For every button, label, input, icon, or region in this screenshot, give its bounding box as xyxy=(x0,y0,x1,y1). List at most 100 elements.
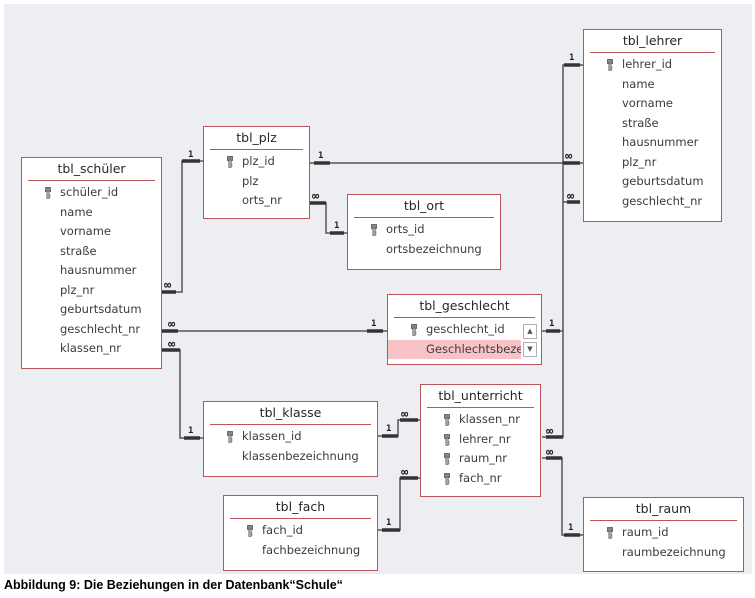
primary-key-icon xyxy=(444,433,450,446)
table-title[interactable]: tbl_fach xyxy=(230,496,371,519)
primary-key-icon xyxy=(227,155,233,168)
primary-key-icon xyxy=(371,223,377,236)
field-row[interactable]: lehrer_nr xyxy=(421,430,540,450)
table-tbl-raum[interactable]: tbl_raum raum_id raumbezeichnung xyxy=(583,497,744,572)
field-label: straße xyxy=(622,115,659,130)
primary-key-icon xyxy=(607,58,613,71)
field-row[interactable]: plz_id xyxy=(204,152,309,172)
primary-key-icon xyxy=(444,472,450,485)
field-label: vorname xyxy=(622,96,673,110)
field-row[interactable]: plz xyxy=(204,172,309,192)
field-row[interactable]: raumbezeichnung xyxy=(584,543,743,563)
table-tbl-fach[interactable]: tbl_fach fach_id fachbezeichnung xyxy=(223,495,378,571)
table-title[interactable]: tbl_plz xyxy=(210,127,303,150)
cardinality-one: 1 xyxy=(188,426,194,436)
field-row[interactable]: name xyxy=(22,203,161,223)
field-row[interactable]: Geschlechtsbezei xyxy=(388,339,521,359)
field-label: orts_nr xyxy=(242,193,283,207)
field-row[interactable]: fachbezeichnung xyxy=(224,541,377,561)
cardinality-many: ∞ xyxy=(168,317,175,331)
table-title[interactable]: tbl_schüler xyxy=(28,158,155,181)
field-label: ortsbezeichnung xyxy=(386,241,482,256)
field-label: orts_id xyxy=(386,222,425,236)
field-label: geschlecht_id xyxy=(426,322,505,336)
cardinality-many: ∞ xyxy=(567,189,574,203)
cardinality-many: ∞ xyxy=(546,424,553,438)
field-label: raumbezeichnung xyxy=(622,544,726,559)
table-tbl-ort[interactable]: tbl_ort orts_id ortsbezeichnung xyxy=(347,194,501,270)
field-row[interactable]: plz_nr xyxy=(584,153,721,173)
cardinality-one: 1 xyxy=(386,518,392,528)
field-row[interactable]: schüler_id xyxy=(22,183,161,203)
field-label: fach_id xyxy=(262,523,303,537)
field-label: geburtsdatum xyxy=(60,302,142,316)
table-title[interactable]: tbl_geschlecht xyxy=(394,295,535,318)
field-row[interactable]: orts_id xyxy=(348,220,500,240)
cardinality-many: ∞ xyxy=(312,189,319,203)
scroll-down-button[interactable]: ▼ xyxy=(523,342,537,357)
field-row[interactable]: raum_id xyxy=(584,523,743,543)
primary-key-icon xyxy=(227,430,233,443)
table-title[interactable]: tbl_unterricht xyxy=(427,385,534,408)
field-row[interactable]: straße xyxy=(22,242,161,262)
table-tbl-klasse[interactable]: tbl_klasse klassen_id klassenbezeichnung xyxy=(203,401,378,477)
field-row[interactable]: geburtsdatum xyxy=(22,300,161,320)
field-label: fachbezeichnung xyxy=(262,542,361,557)
field-label: raum_id xyxy=(622,525,669,539)
field-label: geschlecht_nr xyxy=(60,321,141,336)
primary-key-icon xyxy=(607,526,613,539)
field-row[interactable]: ortsbezeichnung xyxy=(348,240,500,260)
field-row[interactable]: plz_nr xyxy=(22,281,161,301)
field-row[interactable]: raum_nr xyxy=(421,449,540,469)
field-row[interactable]: klassen_id xyxy=(204,427,377,447)
field-label: name xyxy=(60,204,93,219)
cardinality-one: 1 xyxy=(188,150,194,160)
field-label: lehrer_nr xyxy=(459,431,511,446)
table-title[interactable]: tbl_lehrer xyxy=(590,30,715,53)
field-row[interactable]: geschlecht_nr xyxy=(584,192,721,212)
scroll-up-button[interactable]: ▲ xyxy=(523,324,537,339)
primary-key-icon xyxy=(247,524,253,537)
field-row[interactable]: straße xyxy=(584,114,721,134)
cardinality-one: 1 xyxy=(569,53,575,63)
field-row[interactable]: klassenbezeichnung xyxy=(204,447,377,467)
field-row[interactable]: klassen_nr xyxy=(22,339,161,359)
field-row[interactable]: klassen_nr xyxy=(421,410,540,430)
primary-key-icon xyxy=(444,413,450,426)
field-row[interactable]: geburtsdatum xyxy=(584,172,721,192)
field-row[interactable]: hausnummer xyxy=(584,133,721,153)
table-title[interactable]: tbl_klasse xyxy=(210,402,371,425)
field-row[interactable]: vorname xyxy=(22,222,161,242)
cardinality-many: ∞ xyxy=(401,465,408,479)
field-label: raum_nr xyxy=(459,451,508,465)
field-label: plz_id xyxy=(242,154,275,168)
cardinality-one: 1 xyxy=(386,424,392,434)
field-label: straße xyxy=(60,243,97,258)
field-label: fach_nr xyxy=(459,470,502,485)
table-title[interactable]: tbl_ort xyxy=(354,195,494,218)
field-row[interactable]: orts_nr xyxy=(204,191,309,211)
field-row[interactable]: geschlecht_id xyxy=(388,320,541,340)
field-row[interactable]: fach_id xyxy=(224,521,377,541)
field-row[interactable]: hausnummer xyxy=(22,261,161,281)
table-title[interactable]: tbl_raum xyxy=(590,498,737,521)
field-label: klassen_id xyxy=(242,429,302,443)
cardinality-many: ∞ xyxy=(565,149,572,163)
cardinality-one: 1 xyxy=(371,319,377,329)
field-row[interactable]: vorname xyxy=(584,94,721,114)
field-label: lehrer_id xyxy=(622,57,673,71)
field-row[interactable]: name xyxy=(584,75,721,95)
primary-key-icon xyxy=(444,452,450,465)
field-row[interactable]: lehrer_id xyxy=(584,55,721,75)
cardinality-one: 1 xyxy=(568,523,574,533)
field-row[interactable]: fach_nr xyxy=(421,469,540,489)
cardinality-many: ∞ xyxy=(546,445,553,459)
field-label: plz_nr xyxy=(60,282,95,297)
field-label: hausnummer xyxy=(622,135,699,149)
field-row[interactable]: geschlecht_nr xyxy=(22,320,161,340)
